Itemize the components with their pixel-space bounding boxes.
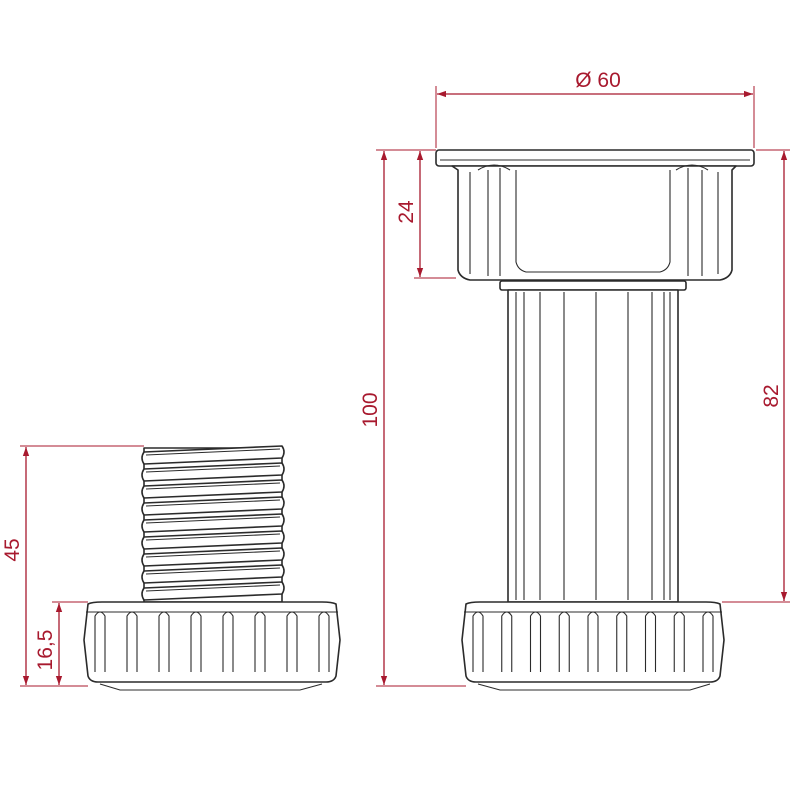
knurl-rib [702,611,714,672]
dimension-threaded-height: 45 [1,445,144,687]
knurl-rib [587,611,599,672]
insert-base [83,601,341,691]
thread-coils [141,445,285,603]
diameter-label: Ø 60 [575,69,621,92]
thread-groove [145,482,281,490]
knurl-rib [318,611,330,672]
knurl-rib [558,611,570,672]
overall-height-label: 100 [359,392,382,427]
knurl-rib [501,611,513,672]
knurl-rib [254,611,266,672]
knurl-rib [126,611,138,672]
thread-groove [145,584,281,592]
knurl-rib [529,611,542,672]
knurl-rib [190,611,202,672]
leg-base [461,601,725,691]
knurl-rib [158,611,170,672]
dimension-column-height: 82 [722,149,790,603]
dimension-cup-height: 24 [395,149,456,279]
knurl-rib [616,611,628,672]
leveling-leg-part [435,149,755,691]
thread-groove [145,516,281,524]
dimension-base-height: 16,5 [34,601,88,687]
column-collar [499,280,687,291]
column-height-label: 82 [760,384,783,407]
dimension-diameter: Ø 60 [435,69,755,148]
threaded-height-label: 45 [1,538,24,561]
threaded-insert-part [83,445,341,691]
knurl-rib [673,611,685,672]
knurl-rib [286,611,298,672]
knurl-rib [644,611,657,672]
column [507,289,679,603]
thread-groove [145,499,281,507]
knurl-rib [472,611,484,672]
thread-groove [145,465,281,473]
base-height-label: 16,5 [34,630,57,671]
thread-groove [145,550,281,558]
knurl-rib [94,611,106,672]
top-cup [451,164,737,281]
dimension-overall-height: 100 [359,149,466,687]
thread-groove [145,533,281,541]
thread-groove [145,567,281,575]
top-plate [435,149,755,167]
knurl-rib [222,611,234,672]
cup-height-label: 24 [395,200,418,224]
thread-groove [145,448,281,456]
